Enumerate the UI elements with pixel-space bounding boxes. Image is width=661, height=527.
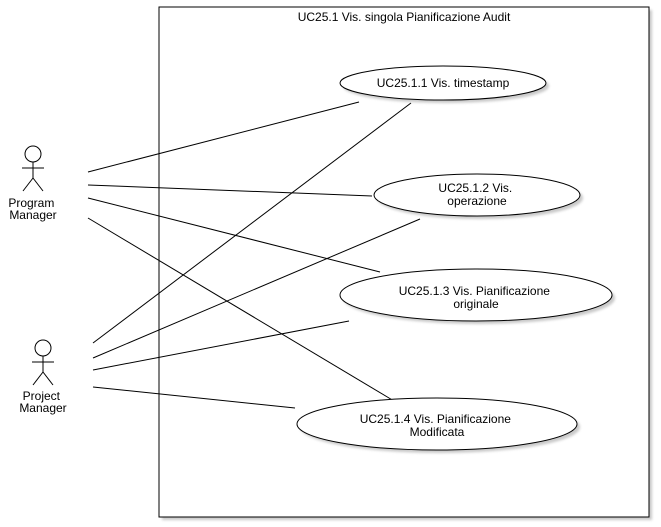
use-case-uc3[interactable]: UC25.1.3 Vis. Pianificazione originale [339,268,615,324]
use-case-uc1-line-1: UC25.1.1 Vis. timestamp [377,76,510,90]
system-title: UC25.1 Vis. singola Pianificazione Audit [298,10,511,24]
association-project-manager-uc1 [92,102,412,344]
use-case-uc4[interactable]: UC25.1.4 Vis. Pianificazione Modificata [296,397,580,453]
actor-project-manager-line-1: Project [23,389,61,403]
use-case-uc1[interactable]: UC25.1.1 Vis. timestamp [339,65,549,103]
association-project-manager-uc4 [92,386,296,409]
use-case-uc3-label: UC25.1.3 Vis. Pianificazione originale [399,284,554,311]
association-program-manager-uc1 [87,101,360,173]
association-project-manager-uc3 [92,320,350,371]
use-case-uc4-label: UC25.1.4 Vis. Pianificazione Modificata [360,412,515,439]
use-case-uc2[interactable]: UC25.1.2 Vis. operazione [373,173,583,219]
association-program-manager-uc2 [87,184,373,197]
use-case-uc3-line-1: UC25.1.3 Vis. Pianificazione [399,284,551,298]
actor-project-manager-line-2: Manager [19,401,66,415]
stick-figure-icon [22,145,44,192]
actor-program-manager[interactable]: Program Manager [8,145,57,222]
actor-program-manager-line-1: Program [8,196,54,210]
associations [87,101,421,409]
use-case-uc2-line-1: UC25.1.2 Vis. [438,181,512,195]
association-program-manager-uc3 [87,197,381,273]
use-case-uc2-line-2: operazione [447,194,507,208]
use-case-uc2-label: UC25.1.2 Vis. operazione [438,181,515,208]
use-case-uc4-line-1: UC25.1.4 Vis. Pianificazione [360,412,512,426]
actor-project-manager[interactable]: Project Manager [19,339,67,415]
actor-project-manager-label: Project Manager [19,389,66,415]
use-case-uc1-label: UC25.1.1 Vis. timestamp [377,76,510,90]
stick-figure-icon [32,339,54,386]
use-case-uc4-line-2: Modificata [410,425,465,439]
actor-program-manager-label: Program Manager [8,196,57,222]
use-case-uc3-line-2: originale [453,297,499,311]
actor-program-manager-line-2: Manager [9,208,56,222]
association-project-manager-uc2 [92,218,421,359]
association-program-manager-uc4 [87,217,395,402]
